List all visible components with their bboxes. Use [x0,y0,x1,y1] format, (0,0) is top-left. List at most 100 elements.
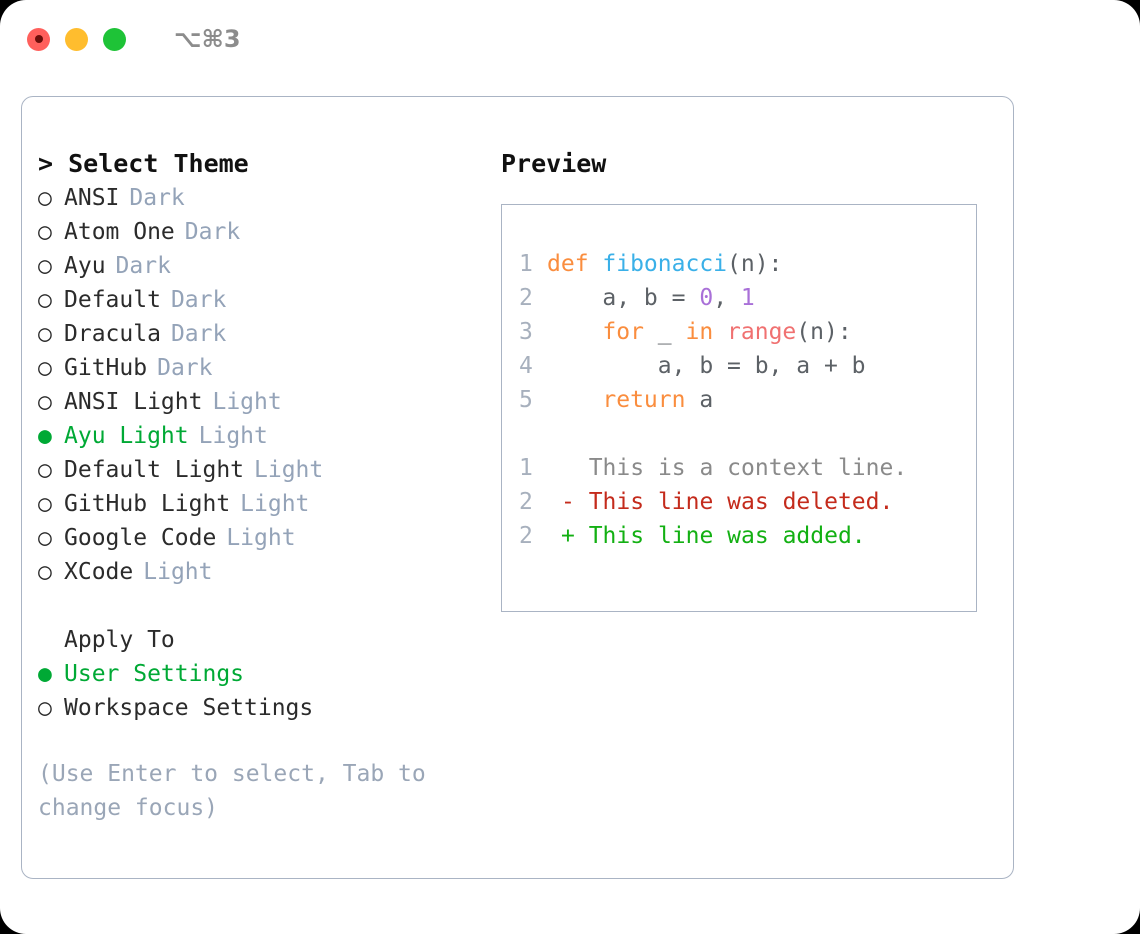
theme-variant-badge: Dark [115,253,171,279]
code-token-plain [547,319,602,345]
theme-name-label: Dracula [64,321,161,347]
window-controls [27,27,126,51]
theme-variant-badge: Light [198,423,268,449]
diff-marker [547,451,575,485]
code-token-fn: fibonacci [602,251,728,277]
keyboard-hint-text: (Use Enter to select, Tab to change focu… [38,761,426,821]
theme-name-label: Ayu Light [64,423,189,449]
code-token-plain: a [685,387,714,413]
theme-variant-badge: Dark [157,355,213,381]
theme-name-label: ANSI Light [64,389,203,415]
line-number: 2 [519,489,533,515]
radio-unselected-icon: ○ [38,491,52,517]
code-text: for _ in range(n): [547,315,852,349]
line-number: 5 [519,387,533,413]
theme-list-item[interactable]: ○ Dracula Dark [38,317,478,351]
theme-list-item[interactable]: ○ GitHub Dark [38,351,478,385]
line-number: 3 [519,319,533,345]
code-line: 3 for _ in range(n): [502,315,976,349]
diff-text: This is a context line. [574,455,908,481]
code-token-plain: (n): [727,251,783,277]
diff-line: 2+ This line was added. [502,519,976,553]
theme-variant-badge: Dark [184,219,241,245]
apply-to-item[interactable]: ○ Workspace Settings [38,691,478,725]
code-token-plain: a, b = b, a + b [547,353,866,379]
theme-variant-badge: Light [240,491,310,517]
theme-name-label: Google Code [64,525,217,551]
theme-list-item[interactable]: ○ Ayu Dark [38,249,478,283]
diff-marker: + [561,523,575,549]
code-token-plain [547,387,602,413]
line-number: 2 [519,285,533,311]
theme-list-item[interactable]: ● Ayu Light Light [38,419,478,453]
code-line: 1 def fibonacci(n): [502,247,976,281]
maximize-button[interactable] [103,27,126,51]
code-line: 4 a, b = b, a + b [502,349,976,383]
theme-name-label: GitHub [64,355,148,381]
diff-line: 2 - This line was deleted. [502,485,976,519]
radio-unselected-icon: ○ [38,321,52,347]
line-number: 1 [519,251,533,277]
code-token-kw: return [602,387,686,413]
theme-variant-badge: Dark [170,321,227,347]
close-button[interactable] [27,27,50,51]
theme-variant-badge: Light [212,389,282,415]
radio-unselected-icon: ○ [38,355,52,381]
apply-to-item[interactable]: ● User Settings [38,657,478,691]
code-line: 2 a, b = 0, 1 [502,281,976,315]
diff-text: This line was deleted. [574,489,894,515]
theme-name-label: Default [64,287,161,313]
code-text: def fibonacci(n): [547,247,782,281]
theme-name-label: Atom One [64,219,175,245]
spacer [38,589,478,623]
code-line: 5 return a [502,383,976,417]
radio-unselected-icon: ○ [38,389,52,415]
minimize-button[interactable] [65,27,88,51]
apply-to-label: Workspace Settings [64,695,314,721]
diff-marker: - [561,489,575,515]
theme-name-label: Default Light [64,457,245,483]
code-token-call: range [727,319,797,345]
theme-list-item[interactable]: ○ GitHub Light Light [38,487,478,521]
radio-unselected-icon: ○ [38,695,52,721]
theme-variant-badge: Light [226,525,296,551]
theme-name-label: XCode [64,559,134,585]
radio-unselected-icon: ○ [38,185,52,211]
theme-variant-badge: Light [254,457,324,483]
radio-unselected-icon: ○ [38,219,52,245]
code-token-kw: in [685,319,714,345]
keyboard-shortcut-label: ⌥⌘3 [174,25,241,53]
radio-unselected-icon: ○ [38,253,52,279]
line-number: 4 [519,353,533,379]
theme-name-label: GitHub Light [64,491,231,517]
code-token-num: 1 [740,285,755,311]
radio-selected-icon: ● [38,423,52,449]
diff-sample: 1 This is a context line.2- This line wa… [502,451,976,553]
preview-heading: Preview [501,149,607,178]
theme-name-label: Ayu [64,253,106,279]
theme-list-item[interactable]: ○ ANSI Light Light [38,385,478,419]
code-token-plain: a, b = [547,285,700,311]
code-text: return a [547,383,713,417]
code-token-kw: def [547,251,603,277]
radio-selected-icon: ● [38,661,52,687]
code-text: a, b = b, a + b [547,349,866,383]
apply-to-label: User Settings [64,661,245,687]
apply-to-heading: Apply To [64,627,175,653]
theme-name-label: ANSI [64,185,120,211]
code-token-plain: (n): [796,319,852,345]
title-bar: ⌥⌘3 [0,0,1140,78]
theme-list-item[interactable]: ○ Atom One Dark [38,215,478,249]
radio-unselected-icon: ○ [38,287,52,313]
